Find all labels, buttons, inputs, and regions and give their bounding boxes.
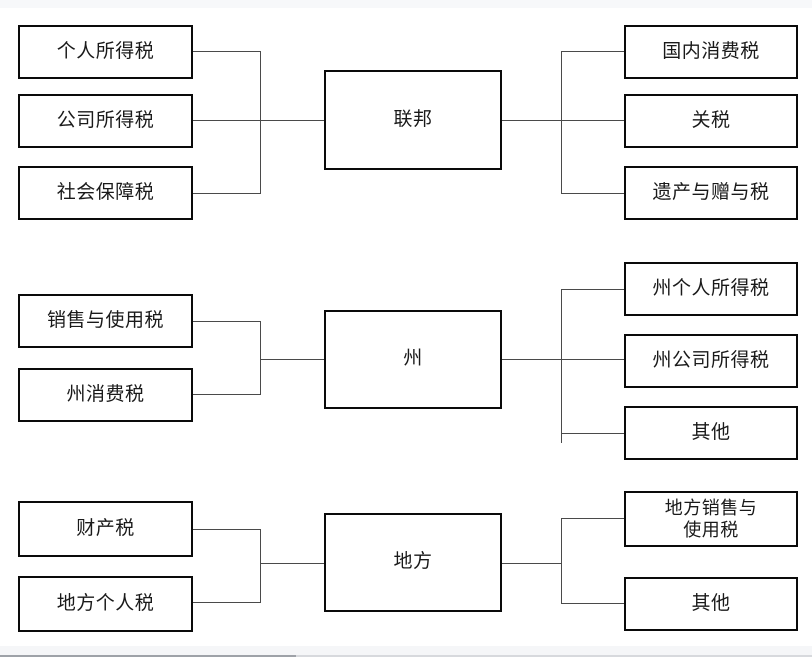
connector-federal-right-stub-0	[561, 51, 624, 52]
connector-local-left-stub-0	[193, 529, 260, 530]
node-label: 州消费税	[66, 383, 145, 405]
connector-state-left-trunk	[260, 359, 325, 360]
connector-local-left-bus	[260, 529, 261, 603]
connector-state-left-stub-1	[193, 394, 260, 395]
top-edge-band	[0, 0, 812, 8]
node-state-right-1[interactable]: 州公司所得税	[624, 334, 798, 388]
connector-local-right-stub-0	[561, 518, 624, 519]
node-label: 州公司所得税	[652, 349, 770, 371]
node-label: 地方	[393, 551, 433, 573]
node-state-center[interactable]: 州	[324, 310, 502, 409]
connector-federal-right-stub-2	[561, 193, 624, 194]
connector-state-right-stub-0	[561, 289, 624, 290]
connector-federal-left-stub-0	[193, 51, 260, 52]
bottom-edge-band	[0, 646, 812, 657]
connector-federal-right-stub-1	[561, 120, 624, 121]
node-label: 社会保障税	[56, 181, 155, 203]
node-label: 其他	[691, 421, 731, 443]
node-label: 公司所得税	[56, 109, 155, 131]
connector-local-right-bus	[561, 518, 562, 604]
connector-federal-left-bus	[260, 51, 261, 194]
node-label: 地方个人税	[56, 592, 155, 614]
connector-state-right-stub-2	[561, 433, 624, 434]
node-label: 其他	[691, 592, 731, 614]
connector-federal-right-bus	[561, 51, 562, 194]
connector-federal-left-stub-2	[193, 193, 260, 194]
connector-federal-right-trunk	[502, 120, 561, 121]
node-local-right-0[interactable]: 地方销售与 使用税	[624, 491, 798, 547]
node-local-left-0[interactable]: 财产税	[18, 501, 193, 557]
node-label: 州个人所得税	[652, 277, 770, 299]
bottom-rule	[0, 655, 812, 657]
connector-state-right-bus	[561, 289, 562, 443]
node-federal-right-2[interactable]: 遗产与赠与税	[624, 166, 798, 220]
connector-state-right-stub-1	[561, 359, 624, 360]
node-federal-left-1[interactable]: 公司所得税	[18, 94, 193, 148]
node-local-center[interactable]: 地方	[324, 513, 502, 612]
connector-state-right-trunk	[502, 359, 561, 360]
node-state-left-1[interactable]: 州消费税	[18, 368, 193, 422]
node-state-right-2[interactable]: 其他	[624, 406, 798, 460]
node-federal-left-2[interactable]: 社会保障税	[18, 166, 193, 220]
connector-local-left-stub-1	[193, 602, 260, 603]
node-state-left-0[interactable]: 销售与使用税	[18, 294, 193, 348]
node-label: 国内消费税	[662, 40, 760, 62]
node-label: 关税	[691, 109, 731, 131]
connector-state-left-bus	[260, 321, 261, 395]
node-label: 联邦	[393, 108, 433, 130]
bottom-rule-highlight	[0, 655, 296, 657]
node-federal-right-1[interactable]: 关税	[624, 94, 798, 148]
node-label: 地方销售与 使用税	[664, 497, 758, 541]
node-federal-center[interactable]: 联邦	[324, 70, 502, 170]
connector-federal-left-stub-1	[193, 120, 260, 121]
connector-local-right-trunk	[502, 563, 561, 564]
connector-local-right-stub-1	[561, 603, 624, 604]
node-local-right-1[interactable]: 其他	[624, 577, 798, 631]
node-local-left-1[interactable]: 地方个人税	[18, 576, 193, 632]
node-state-right-0[interactable]: 州个人所得税	[624, 262, 798, 316]
node-label: 州	[403, 348, 423, 370]
node-label: 销售与使用税	[46, 309, 164, 331]
connector-federal-left-trunk	[260, 120, 325, 121]
connector-state-left-stub-0	[193, 321, 260, 322]
node-label: 财产税	[76, 517, 135, 539]
node-federal-right-0[interactable]: 国内消费税	[624, 25, 798, 79]
connector-local-left-trunk	[260, 563, 325, 564]
node-federal-left-0[interactable]: 个人所得税	[18, 25, 193, 79]
node-label: 个人所得税	[56, 40, 155, 62]
node-label: 遗产与赠与税	[652, 181, 770, 203]
